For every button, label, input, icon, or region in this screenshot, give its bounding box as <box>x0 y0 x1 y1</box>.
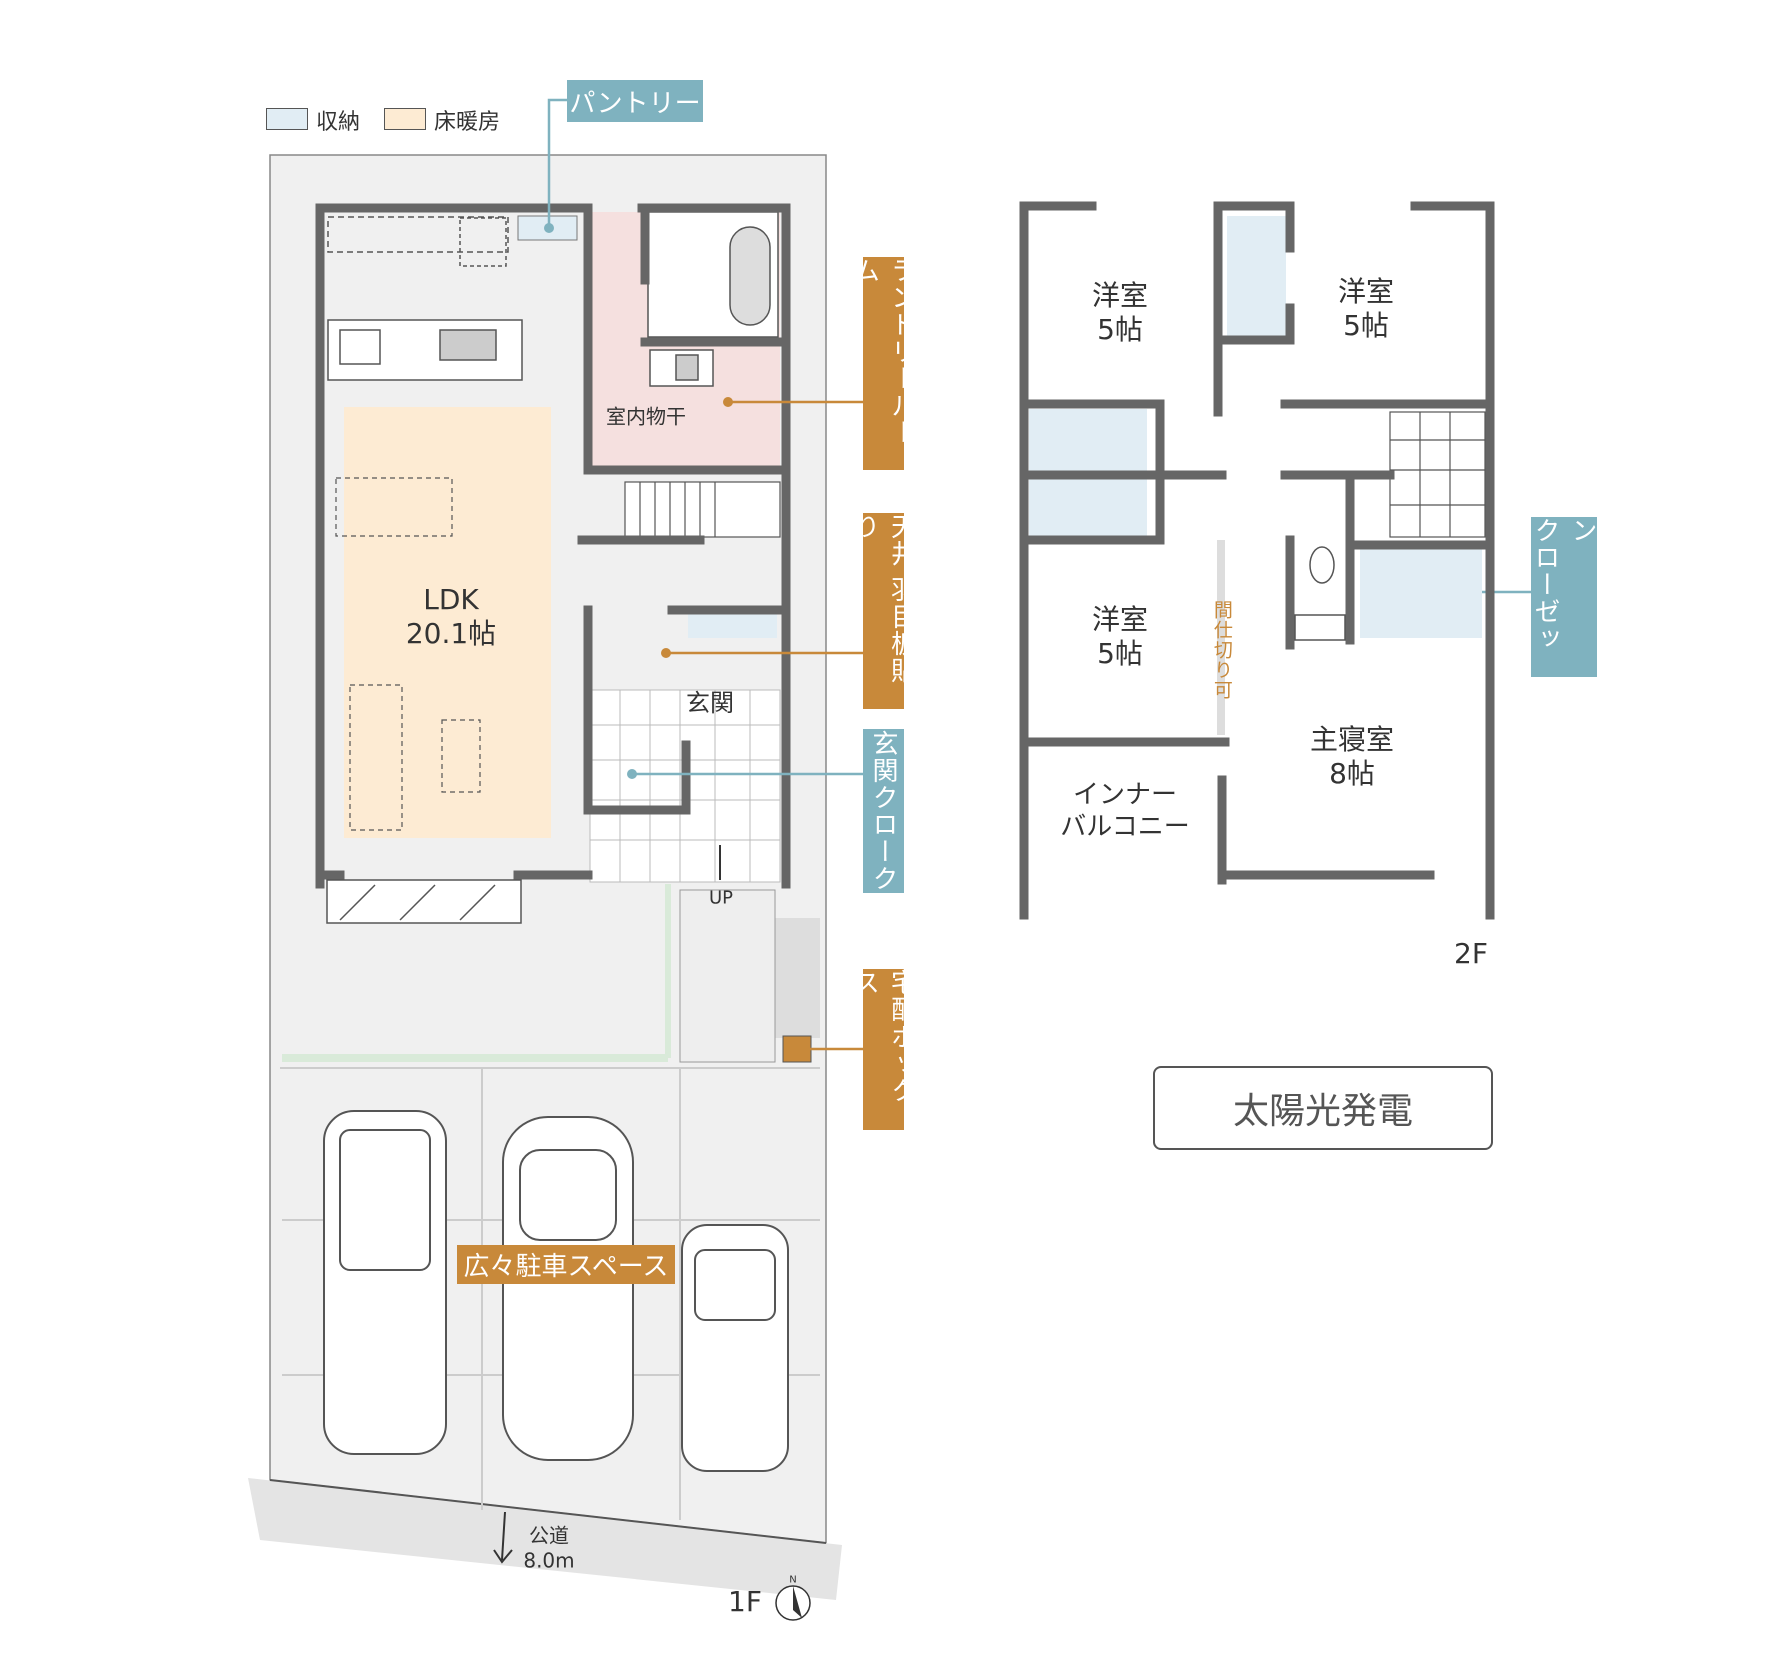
stairs-up-label: UP <box>708 887 734 909</box>
callout-ceiling: 天井 羽目板貼り <box>850 513 917 709</box>
room-ldk-size: 20.1帖 <box>405 616 497 650</box>
car-2 <box>502 1116 634 1461</box>
toilet-2f <box>1294 546 1346 641</box>
bathroom <box>647 211 779 387</box>
car-1 <box>323 1110 447 1455</box>
stairs-2f <box>1389 411 1486 538</box>
compass-north-label: N <box>789 1574 797 1586</box>
callout-walk-in-closet-line2: クローゼット <box>1493 517 1560 652</box>
legend-floor-heating-label: 床暖房 <box>434 110 501 135</box>
road-width: 8.0m <box>523 1548 575 1573</box>
legend-storage-label: 収納 <box>316 110 361 135</box>
furniture <box>335 477 481 831</box>
walls-2f <box>1019 201 1495 920</box>
floor1-label: 1F <box>728 1584 762 1618</box>
room-balcony-line2: バルコニー <box>1060 812 1190 843</box>
callout-pantry: パントリー <box>567 80 703 122</box>
walls-1f <box>315 203 791 889</box>
compass-icon <box>775 1585 811 1621</box>
legend-storage-swatch <box>266 108 308 130</box>
floor2-label: 2F <box>1454 936 1488 970</box>
room-western3-name: 洋室 <box>1091 602 1149 636</box>
callout-laundry-room: ランドリールーム <box>850 257 917 470</box>
room-western1-name: 洋室 <box>1091 278 1149 312</box>
cars <box>323 1110 789 1472</box>
room-western2-name: 洋室 <box>1337 274 1395 308</box>
room-western2-size: 5帖 <box>1343 308 1389 342</box>
kitchen <box>327 216 523 381</box>
hall-storage <box>688 613 777 638</box>
callout-delivery-box: 宅配ボックス <box>850 969 917 1130</box>
road-name: 公道 <box>529 1523 569 1548</box>
solar-power-badge: 太陽光発電 <box>1153 1066 1493 1150</box>
road-arrow-icon <box>493 1511 513 1564</box>
legend-floor-heating-swatch <box>384 108 426 130</box>
room-master-size: 8帖 <box>1329 756 1375 790</box>
terrace <box>326 879 522 924</box>
callout-parking: 広々駐車スペース <box>457 1245 675 1284</box>
floor-heating-area <box>344 407 551 838</box>
room-master-name: 主寝室 <box>1309 722 1395 756</box>
callout-entrance-cloak: 玄関クローク <box>863 729 904 893</box>
partition-note: 間仕切り可 <box>1210 600 1233 700</box>
room-western3-size: 5帖 <box>1097 636 1143 670</box>
callout-walk-in-closet: ウォークイン クローゼット <box>1493 517 1634 677</box>
room-drying-label: 室内物干 <box>606 404 686 429</box>
room-western1-size: 5帖 <box>1097 312 1143 346</box>
room-ldk-name: LDK <box>423 582 479 616</box>
room-entrance-label: 玄関 <box>686 689 734 718</box>
stairs-1f <box>624 481 781 538</box>
room-balcony-line1: インナー <box>1072 780 1178 811</box>
callout-walk-in-closet-line1: ウォークイン <box>1567 517 1634 652</box>
car-3 <box>681 1224 789 1472</box>
